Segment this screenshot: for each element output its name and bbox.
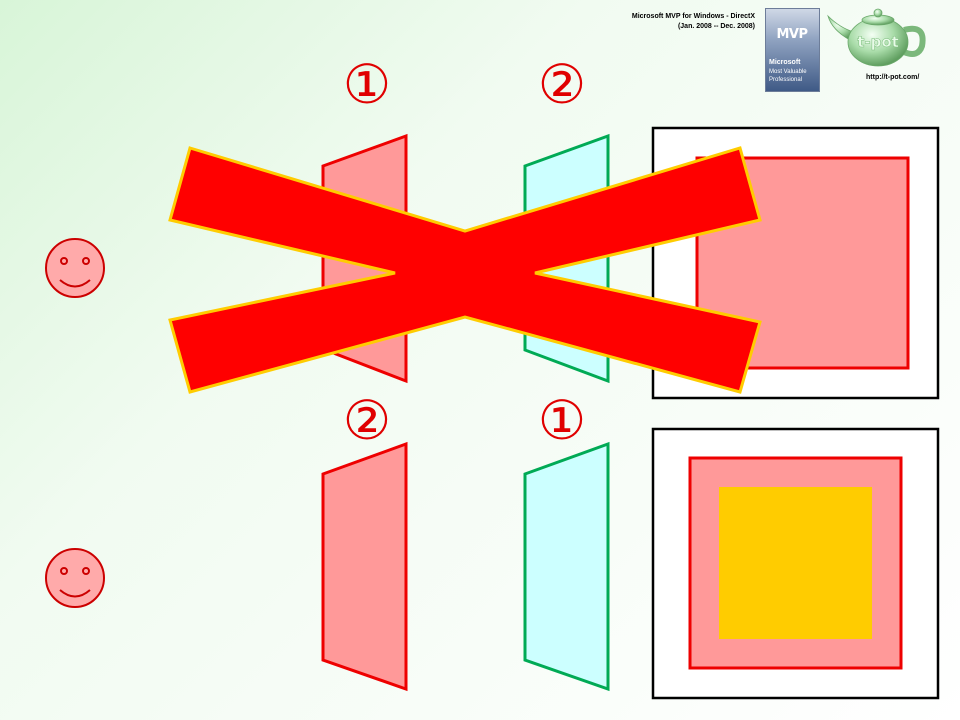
bottom-viewer-smiley-icon	[45, 548, 105, 608]
teapot-logo-text: t-pot	[857, 33, 899, 51]
mvp-credit-text: Microsoft MVP for Windows - DirectX (Jan…	[495, 12, 755, 32]
wrong-cross-mark	[168, 146, 762, 394]
mvp-badge-line-2: Professional	[769, 77, 803, 83]
mvp-badge-line-1: Most Valuable	[769, 69, 807, 75]
mvp-credit-line-1: Microsoft MVP for Windows - DirectX	[631, 13, 755, 20]
bottom-result-yellow-square	[719, 487, 872, 639]
top-red-plane-marker: ①	[342, 53, 392, 116]
mvp-credit-line-2: (Jan. 2008 -- Dec. 2008)	[677, 23, 755, 30]
mvp-badge-logo: MVP Microsoft Most Valuable Professional	[765, 8, 820, 92]
mvp-badge-title: MVP	[776, 27, 808, 42]
top-cyan-plane-marker: ②	[537, 53, 587, 116]
top-viewer-smiley-icon	[45, 238, 105, 298]
site-url: http://t-pot.com/	[866, 74, 920, 81]
bottom-red-plane	[321, 441, 408, 692]
mvp-badge-org: Microsoft	[769, 59, 801, 66]
bottom-cyan-plane	[523, 441, 610, 692]
bottom-red-plane-marker: ②	[342, 389, 392, 452]
teapot-logo: t-pot	[827, 8, 926, 67]
bottom-cyan-plane-marker: ①	[537, 389, 587, 452]
